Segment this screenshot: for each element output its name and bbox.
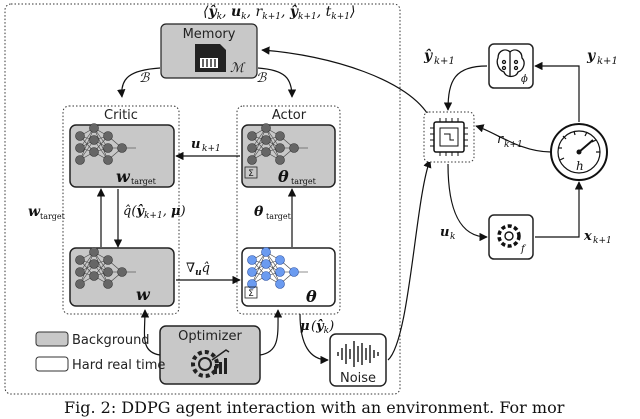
optimizer-block: Optimizer bbox=[159, 325, 261, 385]
gauge-icon: h bbox=[550, 123, 608, 181]
memory-block: Memory ℳ bbox=[160, 23, 258, 79]
memory-to-actor-arrow bbox=[257, 67, 297, 98]
svg-text:k+1: k+1 bbox=[597, 56, 618, 67]
svg-text:w: w bbox=[116, 167, 131, 186]
svg-text:u: u bbox=[191, 137, 200, 152]
svg-text:k+1: k+1 bbox=[593, 236, 612, 246]
svg-text:target: target bbox=[40, 212, 66, 221]
legend-hard-real-time: Hard real time bbox=[72, 358, 165, 373]
agent-boundary bbox=[4, 3, 401, 395]
processor-block bbox=[423, 111, 475, 163]
svg-text:k: k bbox=[450, 232, 455, 242]
gauge-to-observer-arrow bbox=[534, 61, 580, 122]
caption-text: Fig. 2: DDPG agent interaction with an e… bbox=[64, 398, 565, 417]
svg-text:μ: μ bbox=[300, 319, 310, 334]
svg-text:Σ: Σ bbox=[248, 289, 254, 299]
actor-target-network: Σ θ target bbox=[241, 123, 336, 188]
svg-text:ℳ: ℳ bbox=[230, 61, 246, 76]
actuator-block: f bbox=[488, 214, 534, 260]
actuator-to-gauge-arrow bbox=[535, 181, 584, 238]
noise-to-processor-arrow bbox=[387, 159, 432, 361]
svg-text:Σ: Σ bbox=[248, 169, 254, 179]
svg-text:target: target bbox=[131, 177, 157, 186]
legend-background: Background bbox=[72, 333, 150, 348]
svg-text:x: x bbox=[583, 229, 592, 244]
figure-caption: Fig. 2: DDPG agent interaction with an e… bbox=[0, 398, 640, 419]
critic-target-network: w target bbox=[69, 123, 175, 188]
optimizer-label: Optimizer bbox=[178, 329, 242, 344]
optimizer-to-critic-arrow bbox=[140, 309, 161, 356]
memory-card-icon bbox=[195, 44, 226, 72]
memory-label: Memory bbox=[183, 27, 236, 42]
actor-network: Σ θ bbox=[241, 247, 336, 307]
svg-text:⟨ŷk, uk, rk+1, ŷk+1, tk+1⟩: ⟨ŷk, uk, rk+1, ŷk+1, tk+1⟩ bbox=[203, 3, 355, 22]
svg-text:f: f bbox=[520, 244, 527, 255]
critic-network: w bbox=[69, 247, 175, 307]
optimizer-gear-icon bbox=[191, 349, 230, 378]
noise-label: Noise bbox=[340, 371, 376, 386]
actor-to-noise-arrow bbox=[299, 313, 329, 365]
observer-block: ϕ bbox=[488, 43, 534, 89]
svg-text:r: r bbox=[497, 132, 504, 147]
actor-label: Actor bbox=[272, 108, 307, 123]
svg-text:w: w bbox=[28, 204, 41, 220]
critic-container bbox=[62, 105, 180, 315]
observer-to-processor-arrow bbox=[443, 65, 488, 111]
svg-text:k+1: k+1 bbox=[434, 56, 455, 67]
svg-text:target: target bbox=[291, 177, 317, 186]
svg-text:y: y bbox=[586, 48, 596, 64]
svg-text:u: u bbox=[440, 225, 449, 240]
optimizer-to-actor-arrow bbox=[259, 309, 283, 356]
gauge-to-processor-arrow bbox=[475, 124, 552, 153]
svg-text:θ: θ bbox=[278, 167, 289, 186]
waveform-icon bbox=[337, 341, 379, 367]
critic-label: Critic bbox=[104, 108, 138, 123]
gear-icon bbox=[497, 224, 521, 248]
svg-text:target: target bbox=[266, 212, 292, 221]
svg-text:∇uq̂: ∇uq̂ bbox=[186, 261, 210, 278]
actor-container bbox=[236, 105, 341, 315]
svg-text:ϕ: ϕ bbox=[521, 74, 528, 85]
svg-text:q̂(ŷk+1, μ): q̂(ŷk+1, μ) bbox=[123, 204, 186, 221]
legend: Background Hard real time bbox=[35, 331, 165, 373]
svg-text:ℬ: ℬ bbox=[256, 71, 267, 86]
svg-text:w: w bbox=[136, 285, 151, 304]
svg-text:h: h bbox=[576, 159, 584, 173]
svg-text:ŷ: ŷ bbox=[423, 47, 433, 64]
chip-icon bbox=[430, 118, 468, 156]
svg-text:θ: θ bbox=[254, 204, 264, 220]
processor-to-actuator-arrow bbox=[447, 163, 488, 242]
svg-text:θ: θ bbox=[306, 287, 317, 306]
svg-text:(ŷk): (ŷk) bbox=[311, 319, 334, 336]
svg-text:k+1: k+1 bbox=[504, 140, 523, 150]
svg-text:ℬ: ℬ bbox=[139, 71, 150, 86]
brain-chip-icon bbox=[496, 49, 525, 78]
svg-text:k+1: k+1 bbox=[202, 144, 221, 154]
processor-to-memory-arrow bbox=[261, 46, 431, 119]
memory-to-critic-arrow bbox=[117, 67, 161, 98]
ddpg-diagram: Memory ℳ ℬ ℬ Critic w target w w target … bbox=[4, 3, 618, 395]
noise-block: Noise bbox=[329, 333, 387, 387]
